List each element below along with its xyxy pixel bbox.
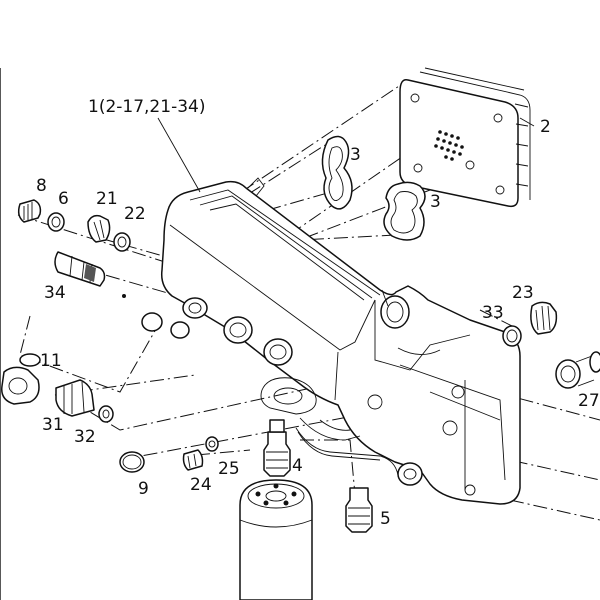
housing-ports	[141, 295, 476, 496]
callout-8: 8	[36, 176, 47, 196]
callout-labels: 1(2-17,21-34) 2 3 3 8 6 21 22 34 11 31 3…	[36, 97, 600, 529]
callout-32: 32	[74, 427, 96, 447]
part-cover-plate	[1, 366, 40, 405]
part-33-seal-ring	[502, 325, 522, 347]
part-27-seal	[555, 351, 600, 389]
part-21-plug	[87, 214, 111, 243]
part-32-seal-ring	[98, 405, 114, 423]
part-34-sensor	[54, 251, 126, 298]
part-9-o-ring	[119, 451, 145, 473]
part-11-seal-ring	[19, 353, 41, 367]
callout-27: 27	[578, 391, 600, 411]
callout-24: 24	[190, 475, 212, 495]
oil-cooler	[399, 67, 531, 208]
part-24-plug	[182, 449, 204, 471]
callout-33: 33	[482, 303, 504, 323]
callout-6: 6	[58, 189, 69, 209]
part-6-seal-ring	[47, 212, 65, 232]
wire-harness	[295, 427, 399, 476]
callout-34: 34	[44, 283, 66, 303]
callout-23: 23	[512, 283, 534, 303]
leader-lines	[157, 117, 535, 307]
callout-2: 2	[540, 117, 551, 137]
part-22-seal-ring	[113, 232, 131, 252]
part-31-fitting	[55, 379, 95, 417]
callout-3-lower: 3	[430, 192, 441, 212]
oil-filter	[239, 479, 313, 600]
callout-21: 21	[96, 189, 118, 209]
callout-4: 4	[292, 456, 303, 476]
part-25-seal-ring	[205, 436, 219, 452]
oil-filter-housing	[160, 177, 521, 505]
callout-1: 1(2-17,21-34)	[88, 97, 205, 117]
callout-3-upper: 3	[350, 145, 361, 165]
part-4-valve	[263, 419, 291, 477]
callout-9: 9	[138, 479, 149, 499]
callout-31: 31	[42, 415, 64, 435]
callout-22: 22	[124, 204, 146, 224]
callout-5: 5	[380, 509, 391, 529]
part-5-valve	[345, 487, 373, 533]
gasket-upper	[321, 135, 353, 210]
cooler-port-grid	[434, 130, 464, 161]
part-8-plug	[17, 199, 42, 223]
callout-11: 11	[40, 351, 62, 371]
gasket-lower	[383, 181, 426, 241]
callout-25: 25	[218, 459, 240, 479]
part-23-plug	[530, 301, 558, 335]
